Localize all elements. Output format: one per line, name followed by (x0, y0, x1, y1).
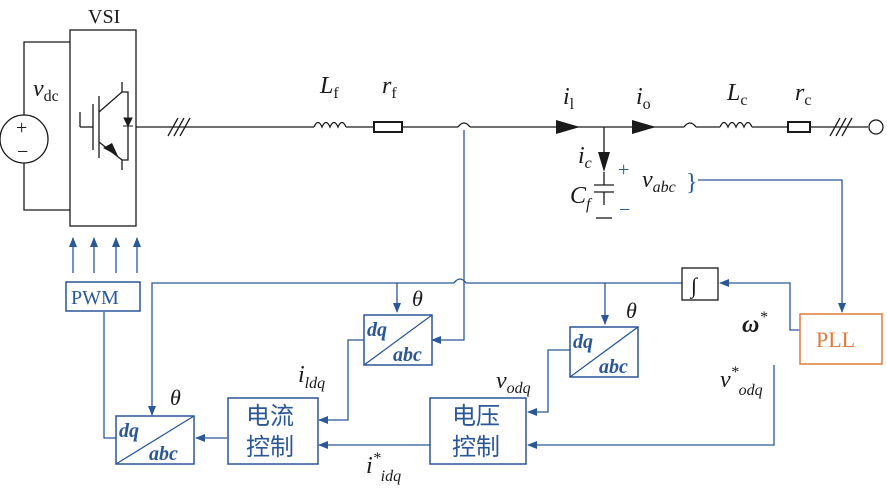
three-phase-marker-left (167, 117, 191, 137)
theta-label-1: θ (412, 286, 423, 311)
voltage-control-line1: 电压 (452, 402, 500, 430)
vsi-title: VSI (88, 6, 120, 28)
wire-vodq-to-voltage-ctrl (527, 349, 570, 416)
svg-text:abc: abc (149, 443, 178, 465)
wire-omega-to-integrator (719, 279, 800, 331)
wire-vodqref-to-voltage-ctrl (527, 365, 775, 449)
main-bus (136, 122, 868, 128)
theta-label-3: θ (170, 385, 181, 410)
pwm-block (65, 281, 141, 312)
current-control-line2: 控制 (246, 433, 294, 461)
cf-label: Cf (570, 183, 593, 213)
rc-label: rc (795, 80, 811, 109)
il-label: il (563, 84, 575, 113)
wire-theta-hop (453, 278, 467, 284)
vodq-ref-label: v*odq (720, 364, 763, 399)
wire-vabc-to-pll (698, 179, 846, 313)
wire-theta-bus-left (148, 282, 454, 416)
omega-ref-label: ω* (742, 309, 767, 338)
vodq-label: vodq (496, 368, 531, 397)
svg-text:abc: abc (599, 356, 628, 378)
svg-text:dq: dq (367, 319, 387, 341)
lf-inductor-icon (313, 121, 347, 129)
iidq-ref-label: i*idq (366, 450, 401, 485)
theta-label-2: θ (626, 298, 637, 323)
io-label: io (636, 84, 651, 113)
vsi-box (69, 29, 137, 227)
rc-resistor-icon (787, 121, 811, 133)
rf-label: rf (382, 73, 397, 102)
pll-block (799, 313, 883, 365)
dc-source-minus: − (17, 141, 28, 163)
dc-source-plus: + (16, 117, 27, 139)
svg-text:dq: dq (119, 420, 139, 442)
dq-abc-transform-out: dq abc (115, 415, 195, 465)
lc-inductor-icon (719, 121, 753, 129)
integrator-block (681, 267, 719, 301)
output-terminal (868, 119, 884, 135)
pwm-label: PWM (71, 287, 119, 309)
il-arrow (556, 120, 580, 134)
voltage-control-line2: 控制 (452, 433, 500, 461)
vabc-brace: } (686, 170, 698, 196)
capacitor-branch (594, 127, 614, 219)
svg-text:abc: abc (393, 344, 422, 366)
dq-abc-transform-vo: dq abc (569, 326, 639, 378)
cap-minus: − (619, 199, 630, 221)
ic-arrow (598, 152, 610, 172)
dq-abc-transform-il: dq abc (363, 314, 433, 366)
dc-source (0, 41, 70, 211)
voltage-control-block (429, 397, 527, 465)
lf-label: Lf (319, 73, 339, 102)
pll-label: PLL (816, 327, 855, 352)
vdc-label: vdc (33, 76, 59, 105)
wire-ildq-to-current-ctrl (318, 339, 364, 424)
rf-resistor-icon (373, 121, 403, 133)
integrator-symbol: ∫ (689, 273, 699, 299)
wire-il-to-dq1 (431, 130, 465, 344)
svg-text:dq: dq (573, 331, 593, 353)
three-phase-marker-right (829, 117, 853, 137)
lc-label: Lc (726, 80, 747, 109)
io-arrow (632, 120, 656, 134)
diode-icon (123, 117, 133, 128)
current-control-line1: 电流 (246, 402, 294, 430)
ic-label: ic (578, 143, 592, 172)
igbt-emitter-arrow (103, 143, 118, 156)
ildq-label: ildq (298, 362, 325, 392)
igbt-icon (79, 82, 129, 170)
wire-dq3-to-pwm (103, 312, 116, 439)
vabc-label: vabc (642, 167, 676, 196)
current-control-block (227, 397, 319, 465)
cap-plus: + (618, 159, 629, 181)
